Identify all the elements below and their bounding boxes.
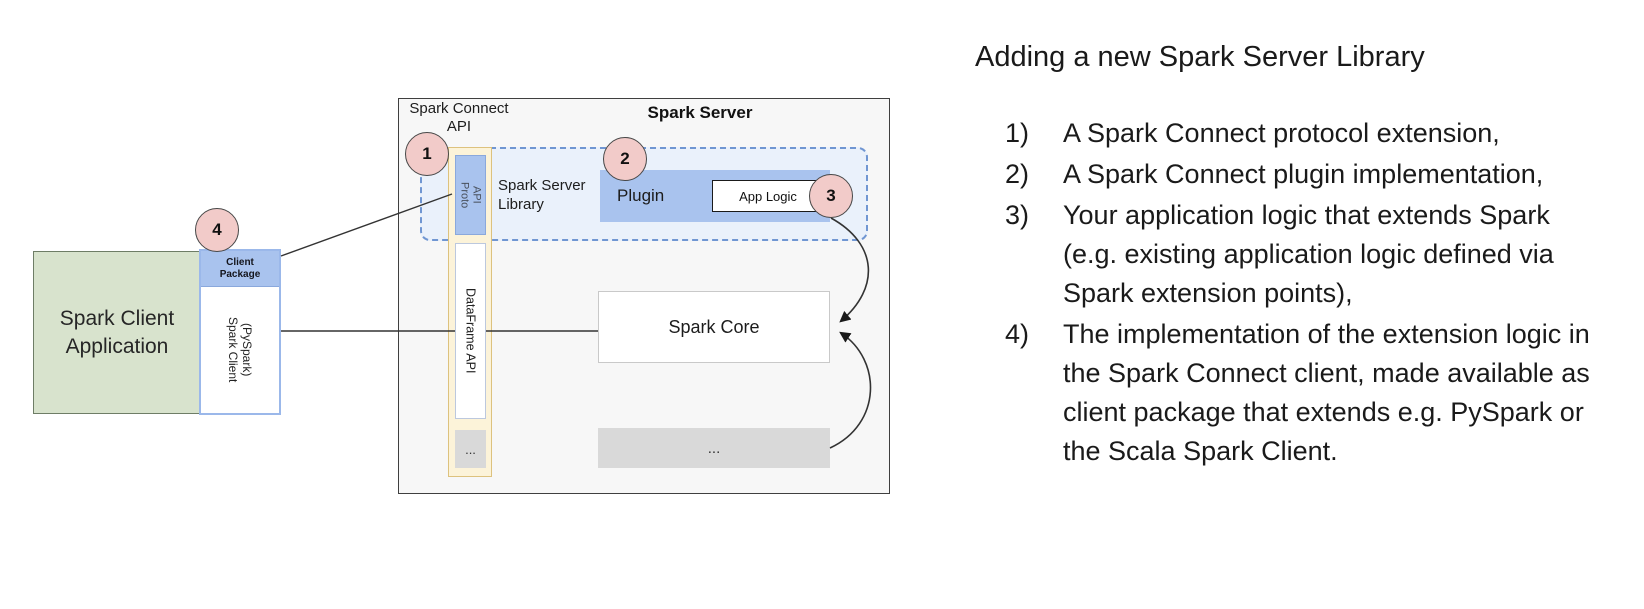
badge-2: 2 bbox=[603, 137, 647, 181]
proto-api-label: Proto API bbox=[458, 181, 483, 209]
list-item-text: Your application logic that extends Spar… bbox=[1063, 200, 1554, 308]
spark-connect-api-label: Spark Connect API bbox=[409, 100, 509, 135]
list-item-number: 2) bbox=[1005, 159, 1030, 189]
notes-panel: Adding a new Spark Server Library 1) A S… bbox=[975, 40, 1623, 473]
list-item-text: The implementation of the extension logi… bbox=[1063, 319, 1590, 466]
spark-core-box: Spark Core bbox=[598, 291, 830, 363]
list-item: 3) Your application logic that extends S… bbox=[1005, 196, 1623, 313]
plugin-label: Plugin bbox=[617, 186, 665, 205]
list-item-text: A Spark Connect plugin implementation, bbox=[1063, 159, 1544, 189]
notes-list: 1) A Spark Connect protocol extension, 2… bbox=[975, 114, 1623, 471]
list-item-number: 1) bbox=[1005, 118, 1030, 148]
list-item-number: 4) bbox=[1005, 319, 1030, 349]
notes-title: Adding a new Spark Server Library bbox=[975, 41, 1425, 73]
spark-server-library-label: Spark Server Library bbox=[498, 177, 586, 213]
core-ellipsis-box: ... bbox=[598, 428, 830, 468]
app-logic-label: App Logic bbox=[739, 188, 797, 204]
spark-client-application-label: Spark Client Application bbox=[59, 306, 175, 358]
dataframe-api-box: DataFrame API bbox=[455, 243, 486, 419]
proto-api-box: Proto API bbox=[455, 155, 486, 235]
list-item: 4) The implementation of the extension l… bbox=[1005, 315, 1623, 471]
badge-4: 4 bbox=[195, 208, 239, 252]
client-package-label: Spark Client (PySpark) bbox=[226, 317, 254, 383]
list-item-number: 3) bbox=[1005, 200, 1030, 230]
client-package-body: Spark Client (PySpark) bbox=[201, 287, 279, 413]
dataframe-api-label: DataFrame API bbox=[463, 288, 478, 374]
badge-1: 1 bbox=[405, 132, 449, 176]
list-item: 1) A Spark Connect protocol extension, bbox=[1005, 114, 1623, 153]
plugin-box: Plugin App Logic bbox=[600, 170, 830, 222]
client-package-header: Client Package bbox=[201, 251, 279, 287]
badge-3: 3 bbox=[809, 174, 853, 218]
app-logic-box: App Logic bbox=[712, 180, 824, 212]
spark-core-label: Spark Core bbox=[668, 316, 760, 337]
spark-client-application-box: Spark Client Application bbox=[33, 251, 201, 414]
api-ellipsis-box: ... bbox=[455, 430, 486, 468]
spark-server-title: Spark Server bbox=[647, 103, 753, 122]
client-package-box: Client Package Spark Client (PySpark) bbox=[199, 249, 281, 415]
list-item: 2) A Spark Connect plugin implementation… bbox=[1005, 155, 1623, 194]
architecture-diagram: Spark Connect API Spark Server Proto API… bbox=[33, 98, 890, 494]
list-item-text: A Spark Connect protocol extension, bbox=[1063, 118, 1500, 148]
